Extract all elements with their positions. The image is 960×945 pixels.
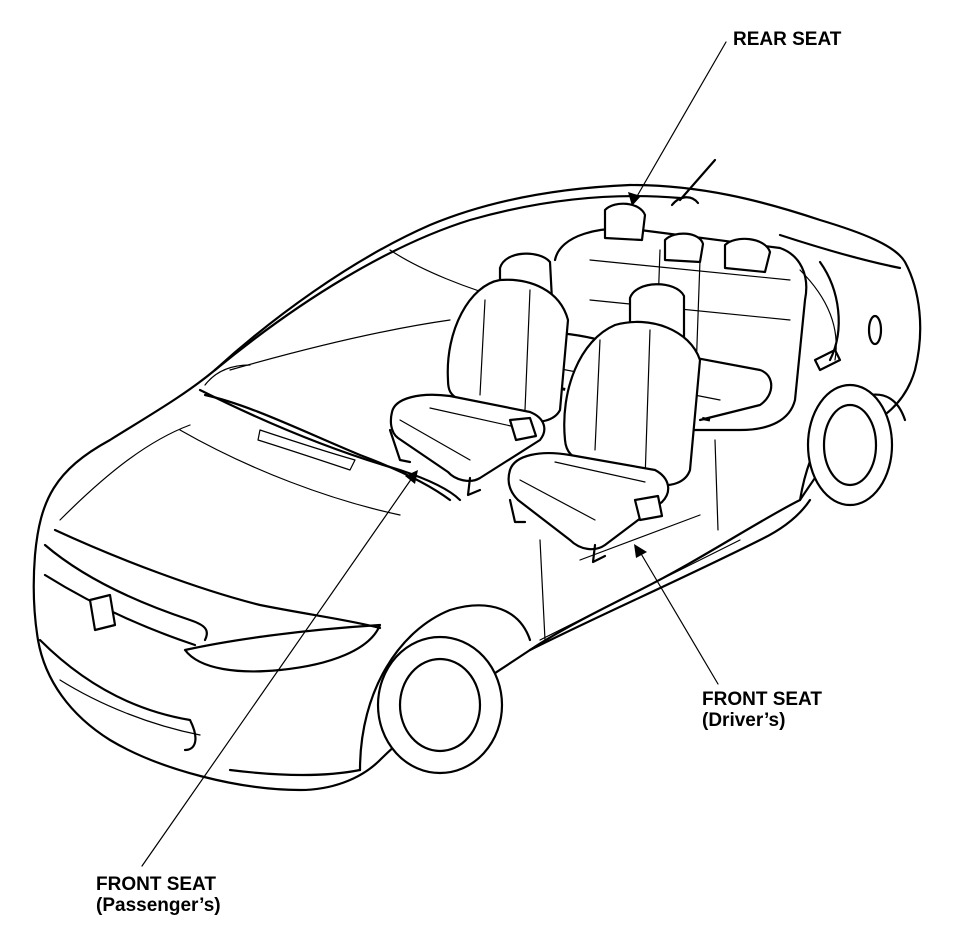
leader-lines [141, 41, 727, 867]
driver-seat-label-text: FRONT SEAT [702, 689, 822, 710]
car-body [32, 158, 922, 792]
rear-seat-label-text: REAR SEAT [733, 29, 842, 50]
passenger-seat-label: FRONT SEAT (Passenger’s) [96, 874, 221, 916]
driver-seat [507, 283, 702, 564]
rear-seat-label: REAR SEAT [733, 29, 841, 50]
driver-seat-label-subtext: (Driver’s) [702, 710, 786, 731]
passenger-seat-label-text: FRONT SEAT [96, 874, 216, 895]
passenger-seat-label-subtext: (Passenger’s) [96, 895, 221, 916]
passenger-seat [388, 252, 570, 497]
driver-seat-label: FRONT SEAT (Driver’s) [702, 689, 822, 731]
